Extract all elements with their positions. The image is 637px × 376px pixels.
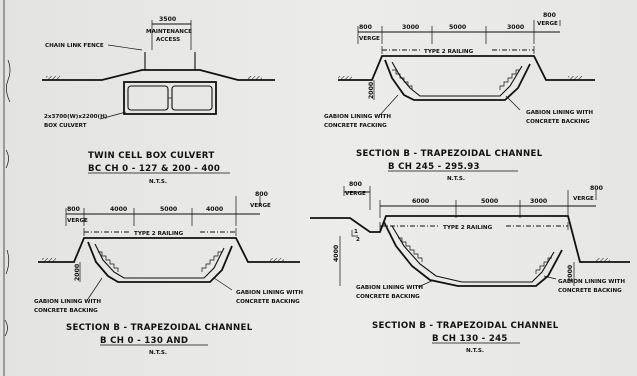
sec0-dim-800-right: 800: [255, 191, 269, 198]
sec245-dim-800-left: 800: [359, 24, 373, 31]
sec130-dim-800-right: 800: [590, 185, 604, 192]
box-cell-right: [171, 85, 213, 111]
culvert-nts: N.T.S.: [149, 179, 167, 185]
section-245: 800 VERGE 3000 5000 3000 800 VERGE TYPE …: [324, 12, 595, 182]
section-130-245: 800 VERGE 6000 5000 3000 800 VERGE TYPE …: [310, 181, 630, 354]
sec0-dim-4000-right: 4000: [206, 206, 224, 213]
sec130-slope-2: 2: [356, 237, 360, 243]
sec0-chainage: B CH 0 - 130 AND: [100, 336, 188, 346]
sec0-dim-4000-left: 4000: [110, 206, 128, 213]
sec130-height-2000: 2000: [567, 264, 574, 282]
sec245-dim-5000: 5000: [449, 24, 467, 31]
box-cell-left: [127, 85, 169, 111]
left-border-marks: [3, 0, 11, 376]
sec130-channel-profile: [383, 221, 563, 287]
sec130-dim-800-left: 800: [349, 181, 363, 188]
sec0-railing-label: TYPE 2 RAILING: [134, 231, 184, 237]
culvert-chainage: BC CH 0 - 127 & 200 - 400: [88, 164, 220, 174]
sec130-chainage: B CH 130 - 245: [432, 334, 508, 344]
sec130-railing-label: TYPE 2 RAILING: [443, 225, 493, 231]
sec245-verge-right: VERGE: [537, 21, 558, 27]
sec0-verge-left: VERGE: [67, 218, 88, 224]
sec245-dim-3000-left: 3000: [402, 24, 420, 31]
sec0-dim-5000: 5000: [160, 206, 178, 213]
sec245-title: SECTION B - TRAPEZOIDAL CHANNEL: [356, 149, 543, 159]
culvert-dim-3500: 3500: [159, 16, 177, 23]
culvert-title: TWIN CELL BOX CULVERT: [88, 151, 215, 161]
culvert-ground-line: [42, 69, 275, 81]
box-culvert-label: BOX CULVERT: [44, 123, 87, 129]
sec245-gabion-right-1: GABION LINING WITH: [526, 110, 593, 116]
sec130-gabion-left-1: GABION LINING WITH: [356, 285, 423, 291]
box-culvert-outline: [123, 81, 217, 115]
culvert-maintenance-label: MAINTENANCE: [146, 29, 192, 35]
section-0-130: 800 VERGE 4000 5000 4000 800 VERGE TYPE …: [34, 191, 303, 356]
sec245-channel-profile: [384, 59, 531, 101]
sec245-verge-left: VERGE: [359, 36, 380, 42]
sec0-channel-profile: [87, 241, 233, 283]
sec130-gabion-right-2: CONCRETE BACKING: [558, 288, 622, 294]
sec130-height-4000: 4000: [333, 244, 340, 262]
culvert-section: 3500 MAINTENANCE ACCESS CHAIN LINK FENCE…: [42, 16, 275, 185]
sec130-dim-5000: 5000: [481, 198, 499, 205]
sec130-gabion-right-1: GABION LINING WITH: [558, 279, 625, 285]
sec130-dim-3000: 3000: [530, 198, 548, 205]
sec130-title: SECTION B - TRAPEZOIDAL CHANNEL: [372, 321, 559, 331]
sec130-nts: N.T.S.: [466, 348, 484, 354]
sec245-nts: N.T.S.: [447, 176, 465, 182]
sec130-gabion-left-2: CONCRETE BACKING: [356, 294, 420, 300]
box-size-label: 2x3700(W)x2200(H): [44, 114, 108, 120]
sec0-gabion-left-1: GABION LINING WITH: [34, 299, 101, 305]
sec245-dim-3000-right: 3000: [507, 24, 525, 31]
sec245-railing-label: TYPE 2 RAILING: [424, 49, 474, 55]
sec130-dim-6000: 6000: [412, 198, 430, 205]
sec0-verge-right: VERGE: [250, 203, 271, 209]
sec0-gabion-left-2: CONCRETE BACKING: [34, 308, 98, 314]
sec0-gabion-right-2: CONCRETE BACKING: [236, 299, 300, 305]
sec245-chainage: B CH 245 - 295.93: [388, 162, 480, 172]
chain-link-fence-label: CHAIN LINK FENCE: [45, 43, 104, 49]
sec0-nts: N.T.S.: [149, 350, 167, 356]
sec0-gabion-right-1: GABION LINING WITH: [236, 290, 303, 296]
sec245-gabion-left-2: CONCRETE FACKING: [324, 123, 387, 129]
sec0-height-2000: 2000: [74, 263, 81, 281]
sec130-verge-left: VERGE: [345, 191, 366, 197]
sec245-gabion-right-2: CONCRETE BACKING: [526, 119, 590, 125]
sec245-dim-800-right: 800: [543, 12, 557, 19]
sec130-slope-1: 1: [354, 229, 358, 235]
culvert-access-label: ACCESS: [156, 37, 180, 43]
sec245-gabion-left-1: GABION LINING WITH: [324, 114, 391, 120]
sec0-dim-800-left: 800: [67, 206, 81, 213]
sec245-height-2000: 2000: [368, 81, 375, 99]
sec130-verge-right: VERGE: [573, 196, 594, 202]
sec0-title: SECTION B - TRAPEZOIDAL CHANNEL: [66, 323, 253, 333]
